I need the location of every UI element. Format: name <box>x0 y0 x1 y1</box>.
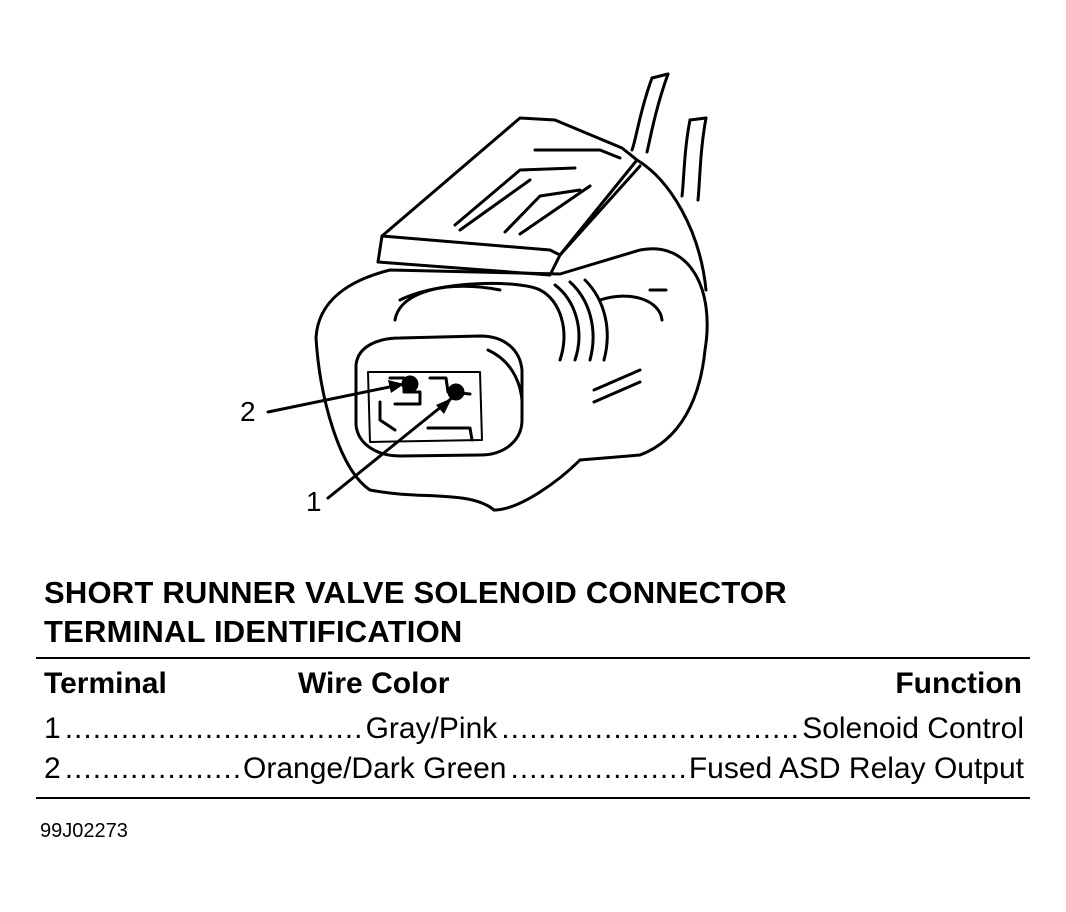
wire-leads <box>630 72 708 202</box>
callout-label-2: 2 <box>240 396 256 427</box>
table-title-line-1: SHORT RUNNER VALVE SOLENOID CONNECTOR <box>44 575 787 610</box>
arrowheads <box>388 380 452 414</box>
table-row: 2 Orange/Dark Green Fused ASD Relay Outp… <box>44 752 1024 786</box>
header-wire-color: Wire Color <box>298 667 450 700</box>
terminal-number: 1 <box>44 712 61 745</box>
callout-leaders <box>266 382 454 500</box>
leader-dots <box>510 752 684 786</box>
connector-face <box>354 334 524 458</box>
figure-reference-code: 99J02273 <box>40 820 128 842</box>
leader-dots <box>65 752 239 786</box>
callout-label-1: 1 <box>306 486 322 517</box>
function-value: Solenoid Control <box>802 712 1024 745</box>
connector-illustration <box>266 72 709 512</box>
table-bottom-rule <box>36 797 1030 799</box>
table-title-line-2: TERMINAL IDENTIFICATION <box>44 614 463 649</box>
connector-latch <box>376 116 642 277</box>
terminal-number: 2 <box>44 752 61 785</box>
terminal-1-pin <box>447 383 465 401</box>
function-value: Fused ASD Relay Output <box>688 752 1024 785</box>
wire-color-value: Gray/Pink <box>365 712 498 745</box>
wire-color-value: Orange/Dark Green <box>243 752 507 785</box>
connector-housing <box>314 158 709 512</box>
header-function: Function <box>895 667 1022 700</box>
table-row: 1 Gray/Pink Solenoid Control <box>44 712 1024 746</box>
leader-dots <box>65 712 362 746</box>
header-terminal: Terminal <box>44 667 167 700</box>
table-top-rule <box>36 657 1030 659</box>
leader-dots <box>501 712 798 746</box>
